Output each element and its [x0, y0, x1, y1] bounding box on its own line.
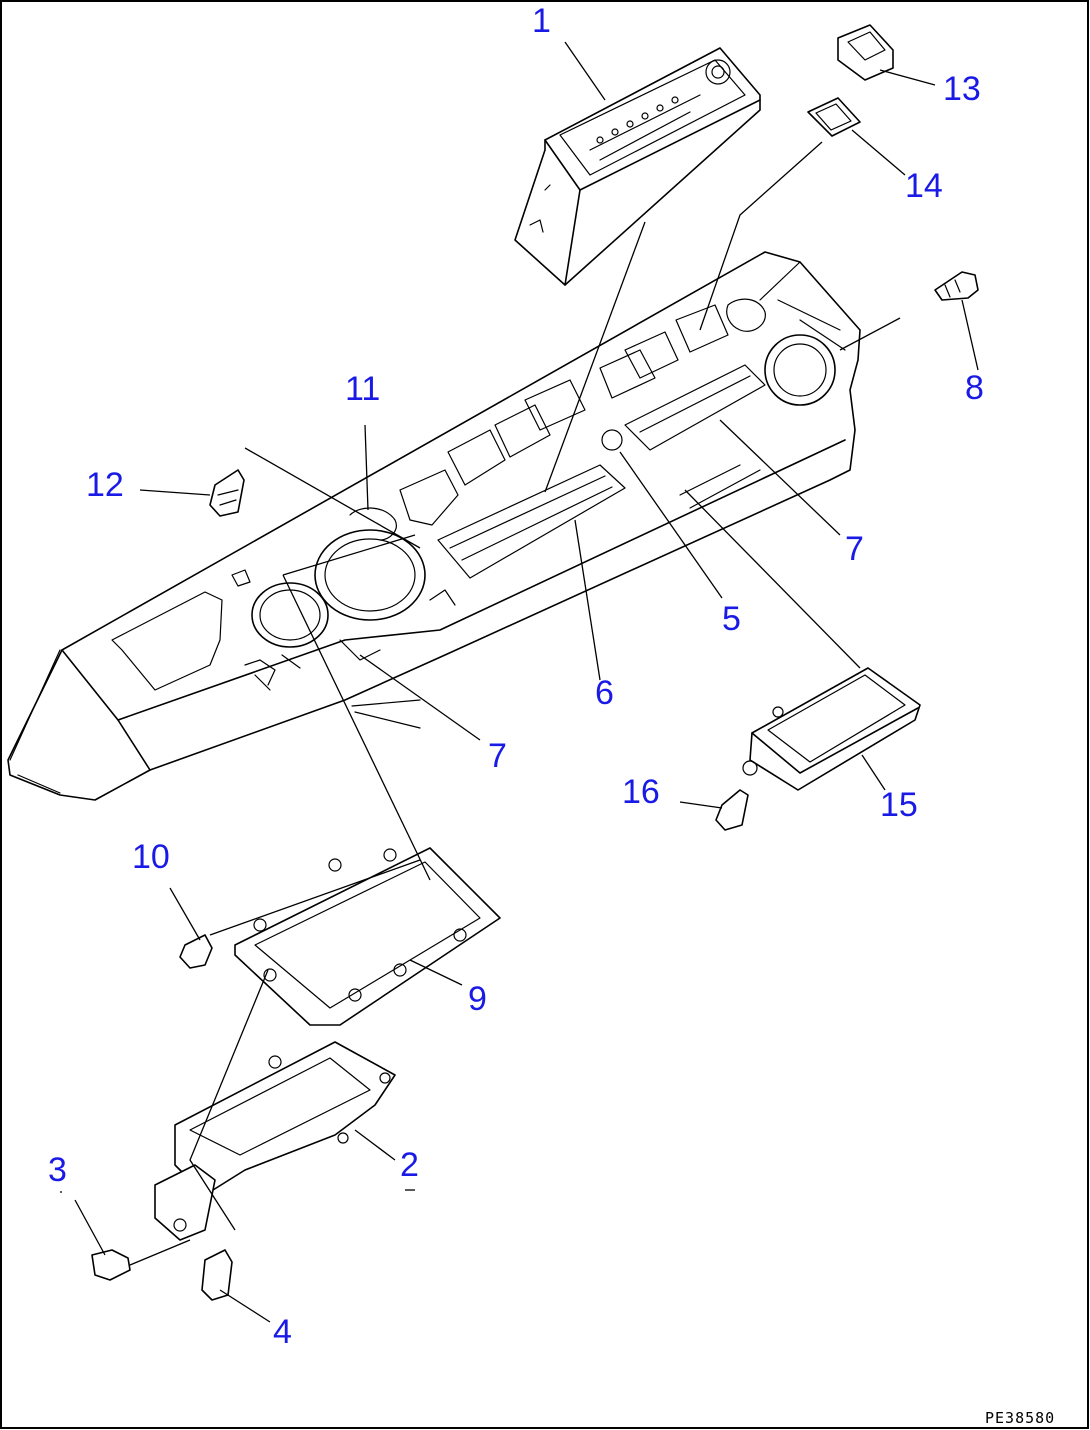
callout-13: 13 [943, 70, 981, 108]
part-16-bolt [715, 789, 749, 831]
callout-7a: 7 [845, 530, 864, 568]
callout-4: 4 [273, 1313, 292, 1351]
part-14-plate [807, 97, 861, 137]
callout-6: 6 [595, 674, 614, 712]
part-13-switch [837, 24, 894, 81]
part-10-bolt [179, 934, 213, 969]
drawing-code: PE38580 [985, 1409, 1055, 1427]
callout-16: 16 [622, 773, 660, 811]
assembly-lines [129, 141, 901, 1266]
callout-12: 12 [86, 466, 124, 504]
callout-1: 1 [532, 2, 551, 40]
part-4-bolt [201, 1249, 233, 1301]
callout-3: 3 [48, 1151, 67, 1189]
part-1-monitor [514, 47, 761, 286]
part-2-bracket [154, 1041, 396, 1241]
part-9-bracket [234, 847, 501, 1026]
callout-9: 9 [468, 980, 487, 1018]
part-8-bolt [934, 271, 979, 301]
leader-lines [60, 41, 979, 1323]
part-12-bolt [209, 469, 245, 517]
callout-15: 15 [880, 786, 918, 824]
callout-14: 14 [905, 167, 943, 205]
dashboard-panel [7, 251, 861, 801]
callout-5: 5 [722, 600, 741, 638]
part-15-display [742, 667, 921, 791]
callout-11: 11 [345, 370, 380, 408]
callout-10: 10 [132, 838, 170, 876]
part-3-bolt [91, 1249, 131, 1281]
callout-2: 2 [400, 1146, 419, 1184]
callout-7b: 7 [488, 737, 507, 775]
callouts: 1 2 3 4 5 6 7 7 8 9 10 11 12 13 14 15 16 [48, 2, 984, 1351]
callout-8: 8 [965, 369, 984, 407]
